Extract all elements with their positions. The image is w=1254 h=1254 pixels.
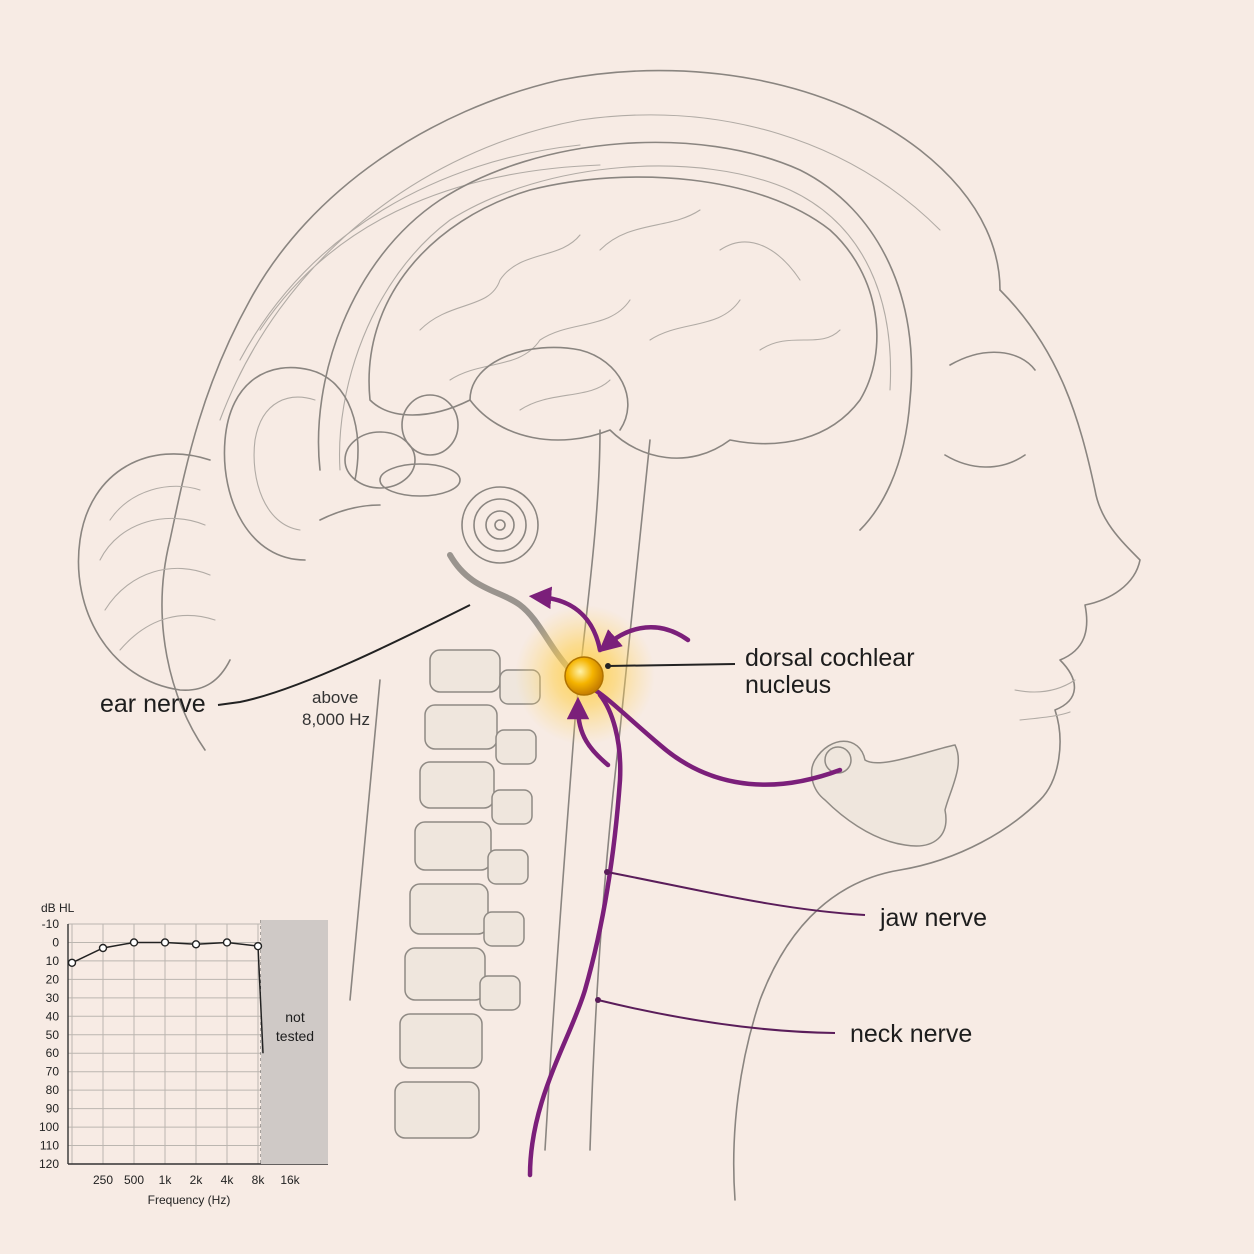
outer-ear [223, 366, 359, 561]
y-tick-label: 90 [46, 1102, 60, 1116]
threshold-point [67, 958, 77, 967]
y-tick-label: 10 [46, 954, 60, 968]
y-tick-label: 70 [46, 1065, 60, 1079]
y-tick-label: -10 [42, 917, 60, 931]
frequency-label: 8,000 Hz [302, 710, 370, 729]
y-tick-label: 100 [39, 1120, 59, 1134]
neck-back [349, 679, 381, 1001]
hair-lines [219, 114, 941, 421]
x-tick-label: 250 [93, 1173, 113, 1187]
y-tick-label: 50 [46, 1028, 60, 1042]
y-axis-label: dB HL [41, 901, 75, 915]
threshold-point [160, 938, 170, 947]
y-tick-label: 20 [46, 972, 60, 986]
eyebrow [949, 351, 1036, 371]
y-tick-labels: -10 0 10 20 30 40 50 60 70 80 90 100 110 120 [39, 917, 59, 1171]
above-label: above [312, 688, 358, 707]
face-profile [732, 289, 1141, 1201]
head-outline [161, 69, 1001, 751]
neck-leader-dot [595, 997, 601, 1003]
threshold-point [222, 938, 232, 947]
skull [317, 141, 913, 531]
vertebrae [394, 649, 541, 1139]
neck-nerve-path [527, 692, 623, 1178]
arrow-from-below [566, 696, 611, 768]
y-tick-label: 0 [52, 935, 59, 949]
brain [368, 176, 878, 459]
x-tick-label: 16k [280, 1173, 300, 1187]
dorsal-cochlear-nucleus [564, 656, 604, 696]
inner-ear [344, 394, 539, 564]
y-tick-label: 110 [40, 1139, 59, 1153]
closed-eye [944, 454, 1026, 468]
x-tick-labels: 250 500 1k 2k 4k 8k 16k [93, 1173, 301, 1187]
skull-inner [338, 165, 892, 471]
x-tick-label: 1k [159, 1173, 173, 1187]
ear-nerve-label: ear nerve [100, 690, 206, 718]
not-tested-label-line1: not [285, 1009, 305, 1025]
x-axis-label: Frequency (Hz) [148, 1193, 231, 1207]
dcn-leader-dot [605, 663, 611, 669]
bun-lines [99, 485, 216, 651]
hair-bun [77, 453, 231, 691]
dcn-label-line1: dorsal cochlear [745, 644, 915, 672]
outer-ear-inner [253, 396, 316, 531]
dcn-label-line2: nucleus [745, 671, 831, 699]
brain-folds [419, 209, 841, 411]
y-tick-label: 120 [39, 1157, 59, 1171]
y-tick-label: 40 [46, 1009, 60, 1023]
jaw-nerve-leader [606, 871, 866, 916]
threshold-point [191, 940, 201, 949]
dcn-leader [607, 663, 736, 667]
jaw-leader-dot [604, 869, 610, 875]
arrow-up-left [528, 586, 603, 653]
threshold-point [253, 941, 263, 951]
x-tick-label: 8k [252, 1173, 266, 1187]
y-tick-label: 60 [46, 1046, 60, 1060]
ear-canal [319, 504, 381, 521]
jaw-nerve-label: jaw nerve [879, 904, 987, 932]
neck-nerve-label: neck nerve [850, 1020, 972, 1048]
threshold-point [129, 938, 139, 947]
y-tick-label: 30 [46, 991, 60, 1005]
threshold-point [98, 943, 108, 953]
not-tested-region [261, 920, 328, 1164]
hearing-threshold-series [67, 938, 264, 1054]
not-tested-label-line2: tested [276, 1028, 314, 1044]
threshold-dropoff [257, 946, 264, 1054]
y-tick-label: 80 [46, 1083, 60, 1097]
x-tick-label: 4k [221, 1173, 235, 1187]
x-tick-label: 500 [124, 1173, 144, 1187]
ear-nerve-leader [217, 604, 471, 706]
neck-nerve-leader [597, 999, 836, 1034]
x-tick-label: 2k [190, 1173, 204, 1187]
lips [1014, 679, 1076, 721]
jaw-nerve-path [592, 687, 843, 787]
arrow-from-right [598, 625, 691, 653]
cerebellum [469, 346, 629, 431]
